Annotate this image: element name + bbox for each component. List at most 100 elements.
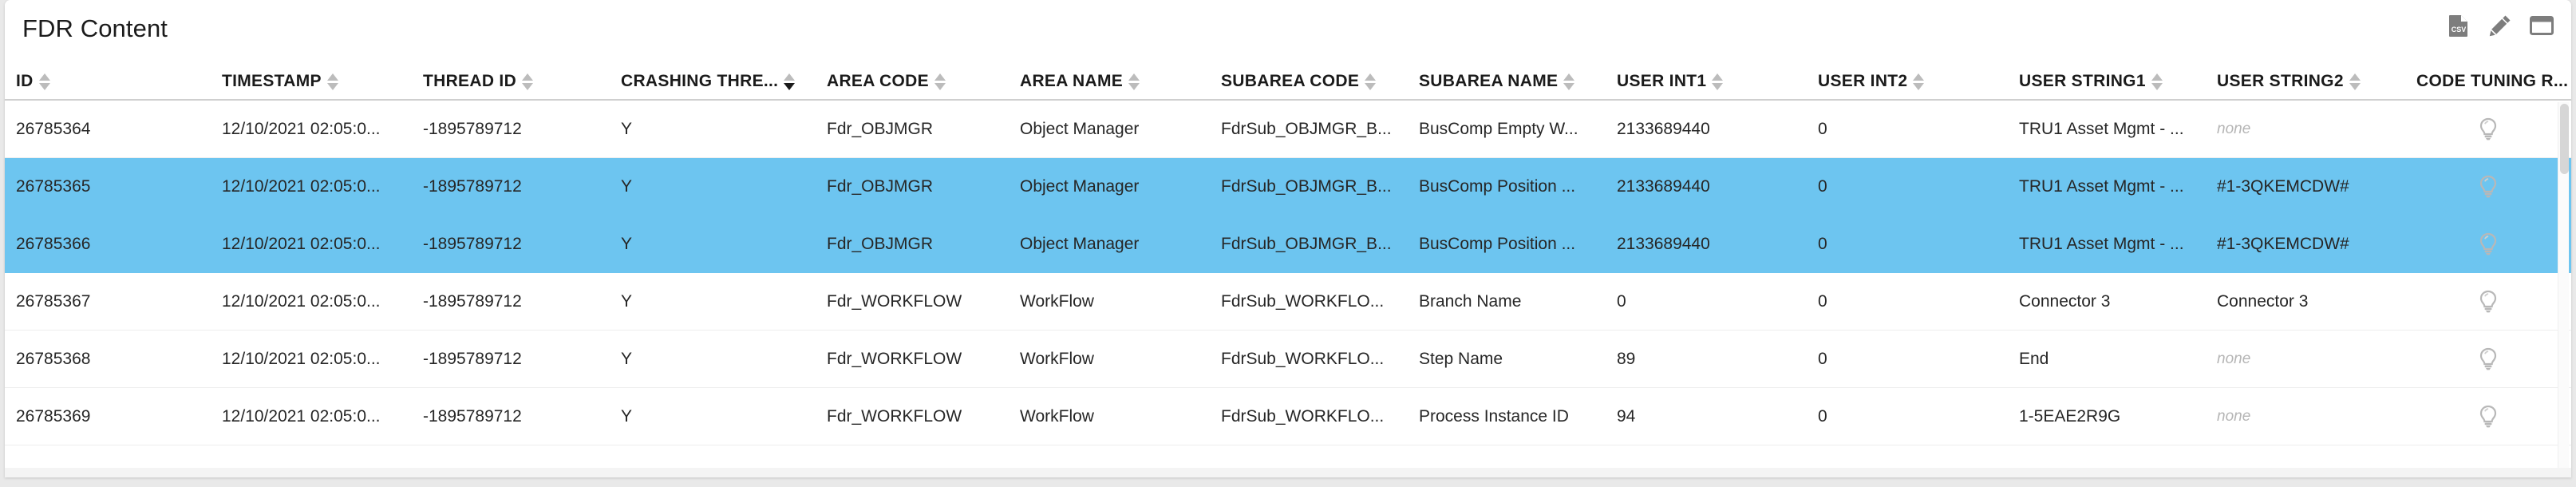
sort-toggle-icon[interactable] bbox=[1712, 73, 1724, 90]
cell-subarea_name: BusComp Position ... bbox=[1419, 177, 1576, 196]
cell-crashing_thread: Y bbox=[621, 235, 633, 253]
cell-thread_id: -1895789712 bbox=[423, 177, 522, 196]
csv-export-icon[interactable]: CSV bbox=[2447, 14, 2471, 38]
cell-user_string2: #1-3QKEMCDW# bbox=[2217, 235, 2349, 253]
column-header-label: SUBAREA NAME bbox=[1419, 72, 1559, 90]
column-header-user_int1[interactable]: USER INT1 bbox=[1617, 62, 1752, 101]
cell-area_name: WorkFlow bbox=[1020, 292, 1094, 311]
column-header-area_code[interactable]: AREA CODE bbox=[827, 62, 970, 101]
vertical-scrollbar[interactable] bbox=[2558, 102, 2569, 473]
cell-timestamp: 12/10/2021 02:05:0... bbox=[222, 292, 381, 311]
cell-user_int2: 0 bbox=[1818, 120, 1827, 138]
sort-toggle-icon[interactable] bbox=[326, 73, 338, 90]
column-header-user_string1[interactable]: USER STRING1 bbox=[2019, 62, 2203, 101]
cell-id: 26785368 bbox=[16, 350, 91, 368]
cell-user_int1: 0 bbox=[1617, 292, 1626, 311]
column-header-crashing_thread[interactable]: CRASHING THRE... bbox=[621, 62, 804, 101]
cell-area_code: Fdr_WORKFLOW bbox=[827, 350, 962, 368]
cell-area_code: Fdr_WORKFLOW bbox=[827, 407, 962, 426]
column-header-label: USER STRING2 bbox=[2217, 72, 2344, 90]
cell-subarea_code: FdrSub_OBJMGR_B... bbox=[1221, 177, 1392, 196]
cell-user_int1: 2133689440 bbox=[1617, 177, 1710, 196]
cell-area_name: Object Manager bbox=[1020, 177, 1140, 196]
cell-user_int2: 0 bbox=[1818, 292, 1827, 311]
lightbulb-icon[interactable] bbox=[2416, 331, 2560, 388]
cell-user_int2: 0 bbox=[1818, 407, 1827, 426]
column-header-subarea_name[interactable]: SUBAREA NAME bbox=[1419, 62, 1602, 101]
edit-icon[interactable] bbox=[2488, 14, 2512, 38]
sort-toggle-icon[interactable] bbox=[522, 73, 534, 90]
cell-crashing_thread: Y bbox=[621, 292, 633, 311]
table-row[interactable]: 26785368 12/10/2021 02:05:0... -1895789712… bbox=[5, 331, 2571, 388]
cell-user_string1: Connector 3 bbox=[2019, 292, 2111, 311]
column-header-user_string2[interactable]: USER STRING2 bbox=[2217, 62, 2392, 101]
cell-area_name: Object Manager bbox=[1020, 235, 1140, 253]
cell-user_int1: 2133689440 bbox=[1617, 235, 1710, 253]
cell-id: 26785366 bbox=[16, 235, 91, 253]
lightbulb-icon[interactable] bbox=[2416, 158, 2560, 216]
cell-crashing_thread: Y bbox=[621, 177, 633, 196]
cell-area_name: Object Manager bbox=[1020, 120, 1140, 138]
cell-thread_id: -1895789712 bbox=[423, 350, 522, 368]
column-header-label: ID bbox=[16, 72, 34, 90]
cell-area_code: Fdr_WORKFLOW bbox=[827, 292, 962, 311]
cell-timestamp: 12/10/2021 02:05:0... bbox=[222, 177, 381, 196]
sort-toggle-icon[interactable] bbox=[38, 73, 50, 90]
column-header-label: SUBAREA CODE bbox=[1221, 72, 1360, 90]
cell-user_int2: 0 bbox=[1818, 177, 1827, 196]
cell-user_string1: TRU1 Asset Mgmt - ... bbox=[2019, 120, 2184, 138]
cell-user_string1: TRU1 Asset Mgmt - ... bbox=[2019, 177, 2184, 196]
column-header-user_int2[interactable]: USER INT2 bbox=[1818, 62, 1954, 101]
window-icon[interactable] bbox=[2530, 14, 2554, 38]
cell-thread_id: -1895789712 bbox=[423, 407, 522, 426]
column-header-label: CODE TUNING R... bbox=[2416, 72, 2569, 90]
cell-id: 26785365 bbox=[16, 177, 91, 196]
cell-user_string2: none bbox=[2217, 121, 2251, 137]
sort-toggle-icon[interactable] bbox=[2349, 73, 2361, 90]
column-header-label: USER INT2 bbox=[1818, 72, 1908, 90]
cell-user_int1: 94 bbox=[1617, 407, 1636, 426]
table-row[interactable]: 26785365 12/10/2021 02:05:0... -1895789712… bbox=[5, 158, 2571, 216]
column-header-timestamp[interactable]: TIMESTAMP bbox=[222, 62, 405, 101]
grid-body: 26785364 12/10/2021 02:05:0... -1895789712… bbox=[5, 101, 2571, 477]
cell-id: 26785369 bbox=[16, 407, 91, 426]
cell-user_string2: Connector 3 bbox=[2217, 292, 2309, 311]
column-header-area_name[interactable]: AREA NAME bbox=[1020, 62, 1164, 101]
cell-subarea_code: FdrSub_OBJMGR_B... bbox=[1221, 235, 1392, 253]
sort-toggle-icon[interactable] bbox=[784, 73, 796, 90]
cell-crashing_thread: Y bbox=[621, 407, 633, 426]
sort-toggle-icon[interactable] bbox=[2151, 73, 2163, 90]
column-header-label: TIMESTAMP bbox=[222, 72, 322, 90]
lightbulb-icon[interactable] bbox=[2416, 273, 2560, 331]
cell-subarea_code: FdrSub_WORKFLO... bbox=[1221, 350, 1385, 368]
horizontal-scrollbar[interactable] bbox=[5, 468, 2571, 477]
cell-area_code: Fdr_OBJMGR bbox=[827, 235, 934, 253]
cell-user_int2: 0 bbox=[1818, 350, 1827, 368]
lightbulb-icon[interactable] bbox=[2416, 388, 2560, 445]
sort-toggle-icon[interactable] bbox=[1365, 73, 1377, 90]
sort-toggle-icon[interactable] bbox=[1563, 73, 1575, 90]
cell-user_string1: TRU1 Asset Mgmt - ... bbox=[2019, 235, 2184, 253]
cell-subarea_name: BusComp Empty W... bbox=[1419, 120, 1578, 138]
vertical-scrollbar-thumb[interactable] bbox=[2560, 104, 2569, 174]
cell-subarea_name: Process Instance ID bbox=[1419, 407, 1569, 426]
cell-user_string2: #1-3QKEMCDW# bbox=[2217, 177, 2349, 196]
column-header-id[interactable]: ID bbox=[16, 62, 104, 101]
cell-area_code: Fdr_OBJMGR bbox=[827, 120, 934, 138]
column-header-thread_id[interactable]: THREAD ID bbox=[423, 62, 567, 101]
lightbulb-icon[interactable] bbox=[2416, 216, 2560, 273]
column-header-code_tuning[interactable]: CODE TUNING R... bbox=[2416, 62, 2568, 101]
sort-toggle-icon[interactable] bbox=[934, 73, 946, 90]
column-header-subarea_code[interactable]: SUBAREA CODE bbox=[1221, 62, 1412, 101]
sort-toggle-icon[interactable] bbox=[1913, 73, 1925, 90]
sort-toggle-icon[interactable] bbox=[1128, 73, 1140, 90]
cell-timestamp: 12/10/2021 02:05:0... bbox=[222, 350, 381, 368]
column-header-label: CRASHING THRE... bbox=[621, 72, 779, 90]
column-header-label: AREA CODE bbox=[827, 72, 929, 90]
lightbulb-icon[interactable] bbox=[2416, 101, 2560, 158]
cell-id: 26785364 bbox=[16, 120, 91, 138]
